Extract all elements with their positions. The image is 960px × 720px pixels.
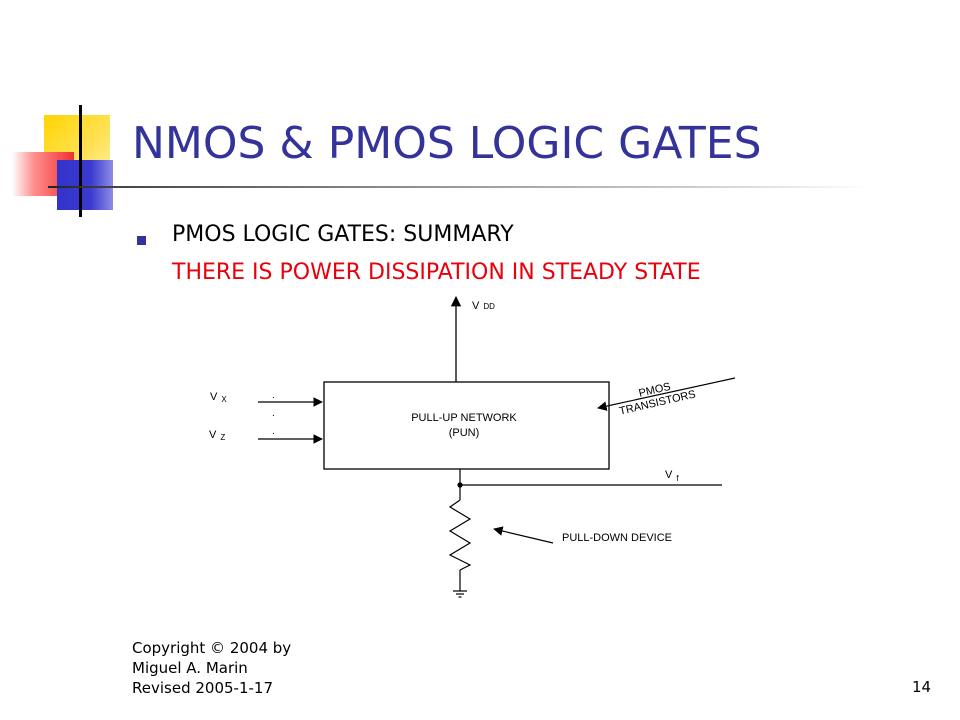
pull-down-resistor [448,499,472,571]
decor-title-underline [48,186,868,188]
slide-title: NMOS & PMOS LOGIC GATES [132,118,762,169]
pmos-label: PMOS TRANSISTORS [618,381,697,418]
bullet-text: PMOS LOGIC GATES: SUMMARY [172,222,514,247]
copyright-block: Copyright © 2004 by Miguel A. Marin Revi… [132,638,291,698]
input-dot: . [272,408,275,419]
input-dot: . [272,426,275,437]
bullet-marker [137,236,146,245]
revision-line: Revised 2005-1-17 [132,679,273,697]
decor-blue-square [57,160,113,210]
input-dot: . [272,390,275,401]
pull-down-arrow [493,526,554,544]
copyright-line: Copyright © 2004 by [132,639,292,657]
page-number: 14 [912,678,932,696]
pun-label-line1: PULL-UP NETWORK [411,412,517,424]
author-line: Miguel A. Marin [132,659,248,677]
pmos-arrow [597,377,736,411]
pull-down-label: PULL-DOWN DEVICE [562,532,672,544]
decor-vertical-line [79,105,82,217]
highlight-text: THERE IS POWER DISSIPATION IN STEADY STA… [172,260,701,285]
pun-label-line2: (PUN) [449,427,480,439]
pun-box [323,381,610,470]
